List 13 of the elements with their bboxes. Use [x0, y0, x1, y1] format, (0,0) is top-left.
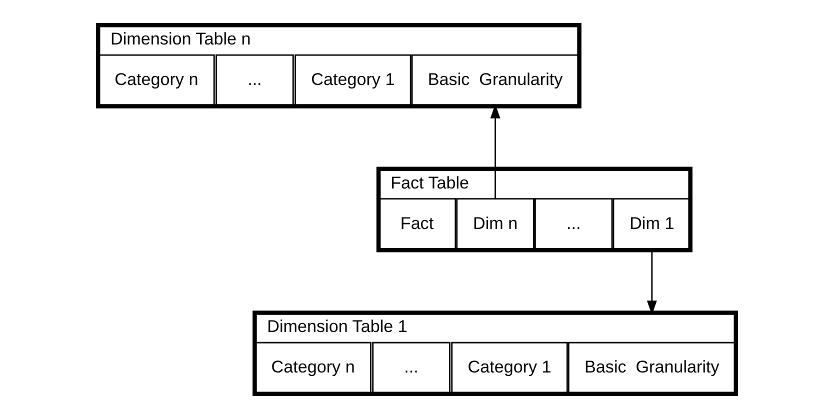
node-box: ... — [372, 342, 450, 395]
node-box: ... — [215, 54, 294, 107]
node-box: Dim n — [456, 198, 534, 251]
node-box: ... — [534, 198, 612, 251]
node-box: Category n — [254, 342, 371, 395]
node-box: Basic Granularity — [410, 54, 579, 107]
node-box: Basic Granularity — [567, 342, 736, 395]
arrow — [490, 104, 500, 199]
node-box: Category n — [98, 54, 214, 107]
node-box: Category 1 — [294, 54, 411, 107]
node-box: Category 1 — [450, 342, 568, 395]
arrow — [646, 250, 656, 315]
node-box: Dim 1 — [612, 198, 691, 251]
